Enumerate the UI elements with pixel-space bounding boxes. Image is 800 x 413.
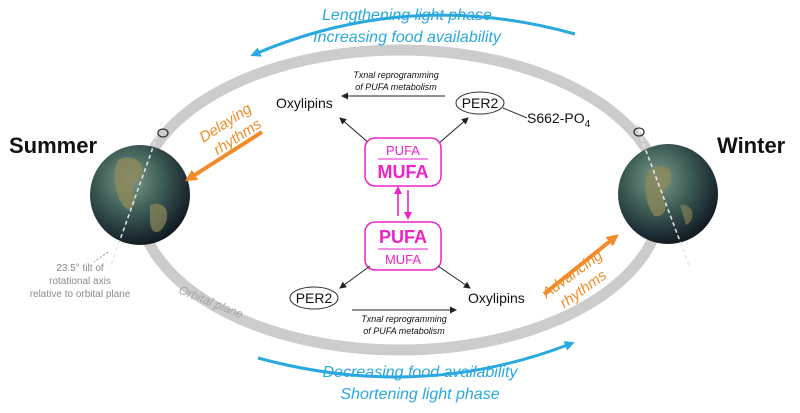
per2-phospho-link: [502, 107, 528, 119]
bottom-txnal-line1: Txnal reprogramming: [361, 314, 447, 324]
bottom-txnal-line2: of PUFA metabolism: [363, 326, 445, 336]
bottom-lipid-box: [364, 221, 442, 271]
advancing-arrow: [542, 234, 619, 296]
top-lipid-box: [364, 137, 442, 187]
top-left-arrow: [339, 117, 371, 145]
earth-winter-icon: [618, 123, 718, 269]
axis-note-dots: [93, 251, 109, 263]
bottom-blue-arrow: [257, 341, 575, 379]
bottom-right-arrow: [437, 265, 471, 289]
top-blue-arrow: [250, 13, 576, 57]
top-arc-line2: Increasing food availability: [313, 29, 502, 46]
bottom-box-minor: MUFA: [385, 252, 421, 267]
earth-summer-icon: [90, 121, 190, 269]
bottom-per2: PER2: [296, 290, 333, 306]
bottom-left-arrow: [339, 265, 371, 289]
bottom-box-major: PUFA: [379, 227, 427, 247]
bottom-arc-line1: Decreasing food availability: [323, 364, 519, 381]
top-oxylipins: Oxylipins: [276, 95, 333, 111]
orbit-label: Orbital plane: [177, 283, 246, 322]
axis-note-line1: 23.5° tilt of: [56, 263, 104, 274]
top-box-minor: PUFA: [386, 143, 420, 158]
top-arc-line1: Lengthening light phase: [322, 7, 492, 24]
bottom-per2-oval: [289, 286, 339, 310]
delaying-arrow: [184, 130, 264, 182]
season-winter: Winter: [717, 133, 786, 158]
bottom-oxylipins: Oxylipins: [468, 290, 525, 306]
top-per2-oval: [455, 91, 505, 115]
season-summer: Summer: [9, 133, 97, 158]
axis-note-line2: rotational axis: [49, 276, 111, 287]
top-txnal-line1: Txnal reprogramming: [353, 70, 439, 80]
axis-note-line3: relative to orbital plane: [30, 289, 131, 300]
top-box-major: MUFA: [378, 162, 429, 182]
phospho-label: S662-PO4: [527, 110, 591, 130]
bottom-arc-line2: Shortening light phase: [340, 386, 499, 403]
top-right-arrow: [437, 117, 469, 145]
top-txnal-line2: of PUFA metabolism: [355, 82, 437, 92]
top-per2: PER2: [462, 95, 499, 111]
